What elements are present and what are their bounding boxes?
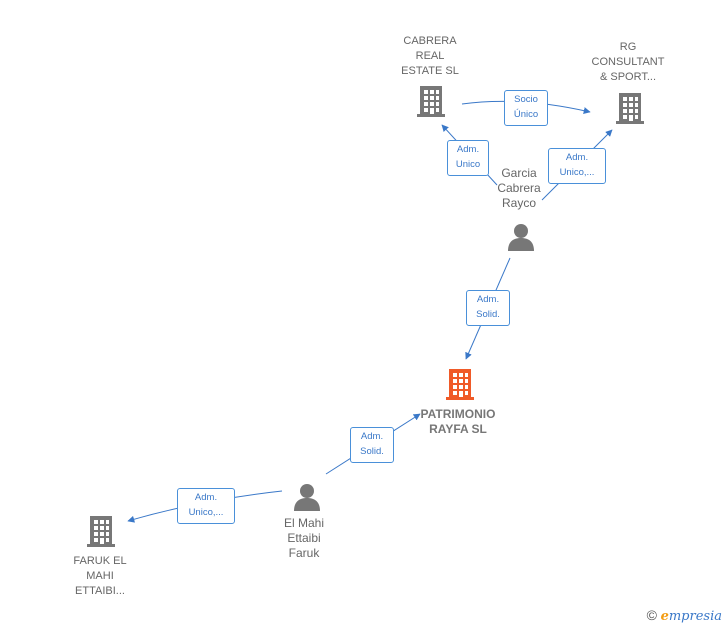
edge-label-line: Adm. <box>456 144 480 155</box>
node-label-line: REAL <box>415 50 445 62</box>
node-label-line: Cabrera <box>497 181 541 195</box>
node-label-elmahi[interactable]: El Mahi Ettaibi Faruk <box>268 516 340 561</box>
node-label-line: ESTATE SL <box>401 65 459 77</box>
edge-label-line: Unico,... <box>559 167 595 178</box>
person-icon-elmahi[interactable] <box>294 484 320 511</box>
edge-label-adm-patrimonio-garcia[interactable]: Adm. Solid. <box>466 290 510 326</box>
node-label-line: ETTAIBI... <box>75 585 125 597</box>
node-label-line: MAHI <box>86 570 114 582</box>
node-label-cabrera[interactable]: CABRERA REAL ESTATE SL <box>384 34 476 79</box>
node-label-faruk[interactable]: FARUK EL MAHI ETTAIBI... <box>56 554 144 599</box>
node-label-line: Faruk <box>288 546 320 560</box>
node-label-garcia[interactable]: Garcia Cabrera Rayco <box>484 166 554 211</box>
node-label-line: RAYFA SL <box>429 422 487 436</box>
edge-label-line: Solid. <box>476 309 500 320</box>
edge-label-line: Único <box>513 109 539 120</box>
node-label-rg[interactable]: RG CONSULTANT & SPORT... <box>580 40 676 85</box>
building-icon-cabrera[interactable] <box>417 86 445 117</box>
node-label-line: CONSULTANT <box>591 56 665 68</box>
edge-label-adm-patrimonio-elmahi[interactable]: Adm. Solid. <box>350 427 394 463</box>
node-label-line: Ettaibi <box>287 531 321 545</box>
node-label-patrimonio[interactable]: PATRIMONIO RAYFA SL <box>410 407 506 437</box>
node-label-line: Garcia <box>501 166 537 180</box>
building-icon-rg[interactable] <box>616 93 644 124</box>
edge-label-line: Adm. <box>565 152 589 163</box>
edge-label-line: Unico <box>455 159 481 170</box>
edge-label-adm-cabrera[interactable]: Adm. Unico <box>447 140 489 176</box>
person-icon-garcia[interactable] <box>508 224 534 251</box>
edge-label-line: Socio <box>514 94 538 105</box>
building-icon-patrimonio[interactable] <box>446 369 474 400</box>
node-label-line: El Mahi <box>283 516 324 530</box>
edge-label-line: Unico,... <box>188 507 224 518</box>
edge-label-adm-rg[interactable]: Adm. Unico,... <box>548 148 606 184</box>
building-icon-faruk[interactable] <box>87 516 115 547</box>
node-label-line: & SPORT... <box>599 71 657 83</box>
edge-label-line: Solid. <box>360 446 384 457</box>
node-label-line: PATRIMONIO <box>420 407 496 421</box>
edge-label-line: Adm. <box>360 431 384 442</box>
brand-logo-text: mpresia <box>668 609 722 624</box>
edge-label-adm-faruk[interactable]: Adm. Unico,... <box>177 488 235 524</box>
edge-label-line: Adm. <box>476 294 500 305</box>
node-label-line: Rayco <box>501 196 536 210</box>
edge-label-line: Adm. <box>194 492 218 503</box>
copyright-symbol: © <box>646 607 657 623</box>
node-label-line: FARUK EL <box>73 555 127 567</box>
footer-brand[interactable]: © empresia <box>647 607 722 624</box>
edge-label-socio[interactable]: Socio Único <box>504 90 548 126</box>
brand-logo-e: e <box>660 609 669 624</box>
node-label-line: RG <box>619 41 637 53</box>
node-label-line: CABRERA <box>403 35 457 47</box>
